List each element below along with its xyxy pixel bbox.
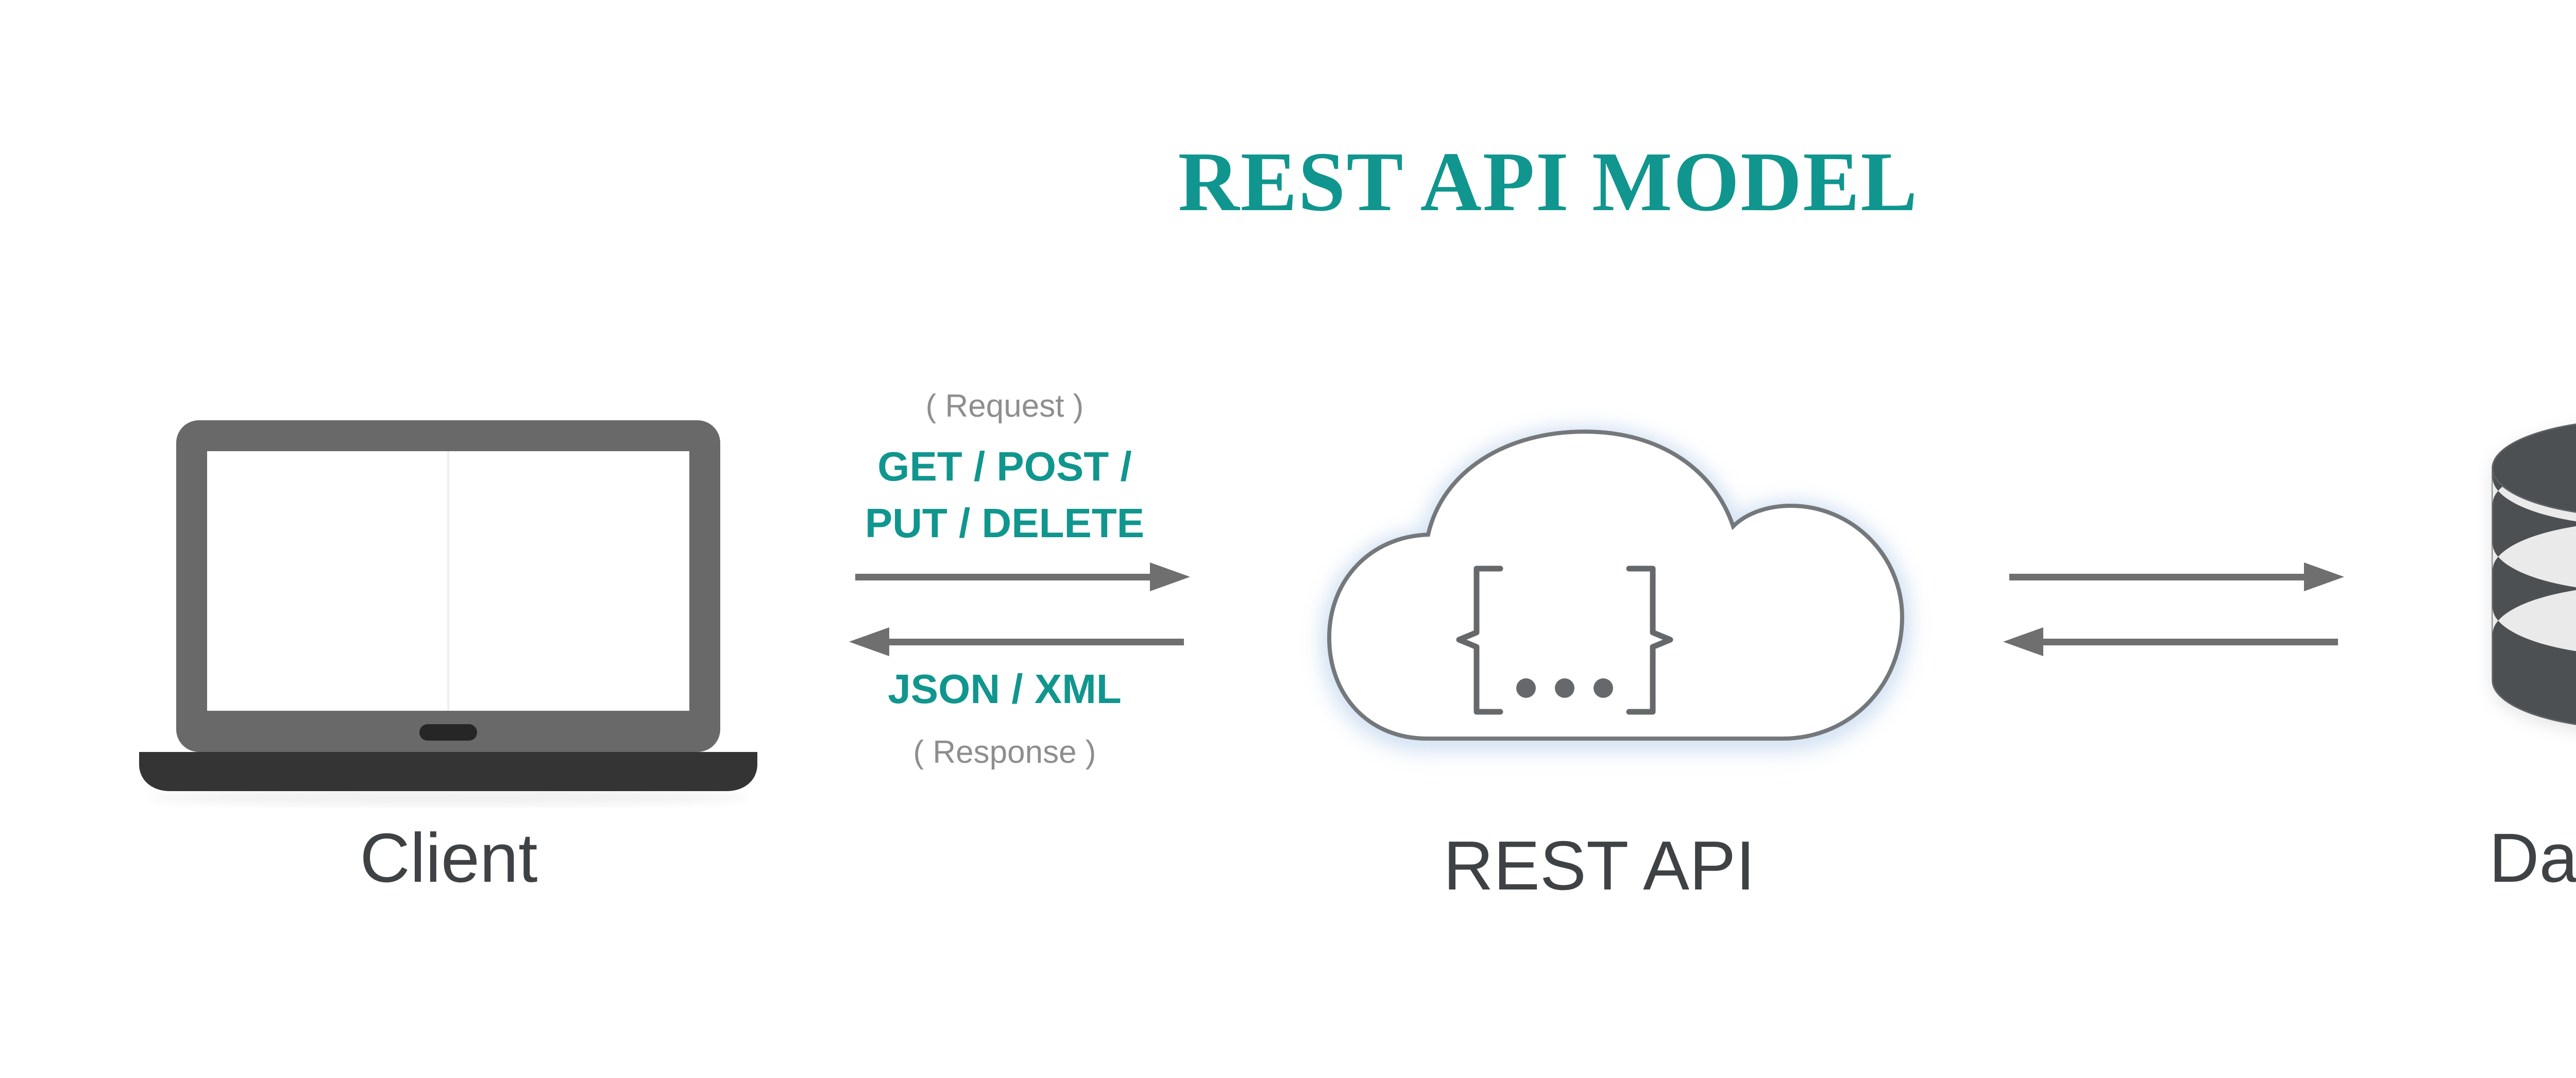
api-label: REST API xyxy=(1443,827,1755,904)
client-label: Client xyxy=(360,819,538,897)
request-methods-line2: PUT / DELETE xyxy=(865,500,1145,546)
db-response-arrow-icon xyxy=(2003,627,2338,656)
request-annotation: ( Request ) xyxy=(925,388,1084,424)
database-icon xyxy=(2492,423,2576,725)
cloud-icon xyxy=(1327,429,1905,741)
db-request-arrow-icon xyxy=(2009,562,2344,591)
response-formats: JSON / XML xyxy=(888,666,1122,712)
code-braces-icon xyxy=(1456,566,1673,715)
database-label: Database xyxy=(2489,819,2576,897)
client-request-arrow-icon xyxy=(855,562,1190,591)
client-response-arrow-icon xyxy=(849,627,1184,656)
diagram-title: REST API MODEL xyxy=(1178,134,1919,229)
request-methods-line1: GET / POST / xyxy=(877,443,1132,489)
response-annotation: ( Response ) xyxy=(913,734,1096,770)
laptop-icon xyxy=(139,420,757,806)
